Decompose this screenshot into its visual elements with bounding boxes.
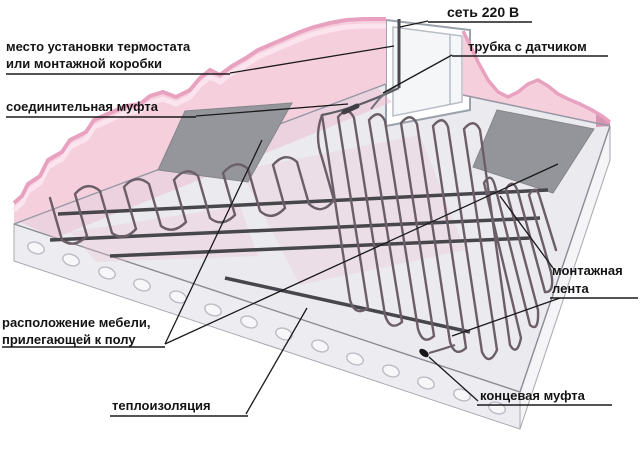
label-tape-line1: монтажная (552, 263, 623, 278)
label-joint-coupling: соединительная муфта (6, 99, 159, 114)
furniture-zone-2 (472, 109, 595, 194)
leader-power (399, 20, 429, 28)
slab-hole (240, 315, 258, 329)
leader-furniture-zone-1 (164, 139, 263, 345)
leader-sensor-tube (382, 54, 453, 94)
slab-right-edge (519, 125, 611, 393)
wall-left-highlight (12, 23, 386, 212)
slab-hole (311, 339, 329, 353)
label-thermostat-line2: или монтажной коробки (6, 56, 162, 71)
slab-front-edge (13, 223, 521, 393)
heating-cable-right (320, 110, 558, 361)
mounting-tapes (49, 188, 549, 334)
leader-furniture-zone-2 (164, 163, 559, 345)
end-coupling-stub (428, 343, 456, 355)
slab-hole (453, 388, 471, 402)
leader-thermostat (229, 45, 395, 74)
slab-hole (382, 364, 400, 378)
leader-end-coupling (428, 356, 479, 402)
joint-coupling-mark (341, 103, 360, 115)
window (385, 18, 471, 128)
leader-tape-lower (451, 297, 561, 337)
slab-hole (133, 278, 151, 292)
mounting-tape (57, 188, 549, 216)
slab-hole (98, 266, 116, 280)
label-power: сеть 220 В (447, 4, 519, 20)
wall-right-torn-rim (461, 30, 612, 124)
label-insulation: теплоизоляция (112, 398, 211, 413)
leader-tape-upper (499, 195, 554, 269)
cable-section-connector (316, 114, 324, 159)
window-inner-frame (392, 26, 463, 117)
wall-left-torn-rim (12, 17, 386, 205)
slab-hole (62, 253, 80, 267)
label-tape-line2: лента (552, 281, 590, 296)
slab-hole (275, 327, 293, 341)
wall-right (461, 30, 612, 127)
furniture-zone-1 (157, 102, 293, 183)
leader-joint-coupling (195, 103, 349, 117)
end-coupling-mark (419, 348, 429, 358)
mounting-tape (49, 216, 541, 242)
label-sensor-tube: трубка с датчиком (468, 39, 587, 54)
label-furniture-line1: расположение мебели, (2, 315, 150, 330)
wall-right-floor-junction (462, 94, 611, 127)
leader-lines (164, 20, 561, 415)
slab-hole (346, 352, 364, 366)
label-underlines (2, 21, 638, 417)
label-furniture-line2: прилегающей к полу (2, 332, 136, 347)
mounting-tape (224, 276, 471, 334)
label-thermostat-line1: место установки термостата (6, 39, 191, 54)
slab-hole (417, 376, 435, 390)
slab-hole (27, 241, 45, 255)
slab-hole (204, 303, 222, 317)
mounting-tape (109, 236, 531, 258)
heating-cable-left (48, 156, 336, 245)
label-end-coupling: концевая муфта (480, 388, 586, 403)
leader-insulation (245, 307, 308, 415)
